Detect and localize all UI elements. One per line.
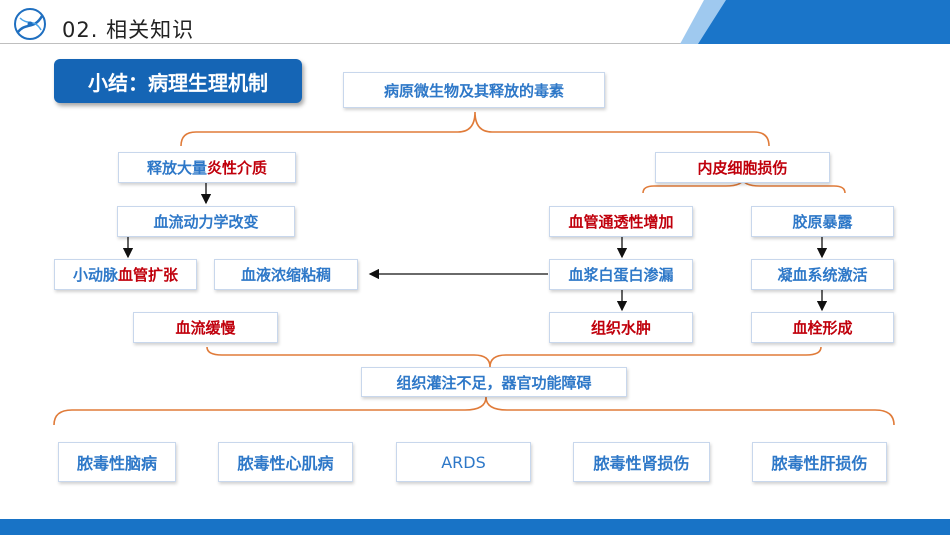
outcome-encephalopathy: 脓毒性脑病 <box>58 442 176 482</box>
node-inflammatory-release: 释放大量炎性介质 <box>118 152 296 183</box>
outcome-kidney-injury: 脓毒性肾损伤 <box>573 442 710 482</box>
node-slow-flow: 血流缓慢 <box>133 312 278 343</box>
node-thrombus: 血栓形成 <box>751 312 894 343</box>
node-hypoperfusion: 组织灌注不足，器官功能障碍 <box>361 367 627 397</box>
node-collagen-exposure: 胶原暴露 <box>751 206 894 237</box>
logo-icon <box>14 8 46 40</box>
node-inflammatory-release-prefix: 释放大量 <box>146 159 207 177</box>
node-arteriole-dilation: 小动脉血管扩张 <box>54 259 197 290</box>
node-pathogen: 病原微生物及其释放的毒素 <box>343 72 605 108</box>
node-coagulation-activation: 凝血系统激活 <box>751 259 894 290</box>
page-title: 02. 相关知识 <box>62 18 195 42</box>
node-vascular-permeability: 血管通透性增加 <box>549 206 693 237</box>
node-blood-viscosity: 血液浓缩粘稠 <box>214 259 358 290</box>
outcome-ards: ARDS <box>396 442 531 482</box>
node-arteriole-dilation-prefix: 小动脉 <box>72 266 118 284</box>
node-tissue-edema: 组织水肿 <box>549 312 693 343</box>
outcome-liver-injury: 脓毒性肝损伤 <box>752 442 887 482</box>
flow-arrows <box>122 183 828 312</box>
node-endothelial-injury: 内皮细胞损伤 <box>655 152 830 183</box>
node-inflammatory-release-highlight: 炎性介质 <box>207 159 268 177</box>
outcome-cardiomyopathy: 脓毒性心肌病 <box>218 442 353 482</box>
footer-bar <box>0 519 950 535</box>
header-divider <box>0 43 950 44</box>
node-plasma-leak: 血浆白蛋白渗漏 <box>549 259 693 290</box>
node-hemodynamic-change: 血流动力学改变 <box>117 206 295 237</box>
header-decoration <box>680 0 950 44</box>
node-arteriole-dilation-highlight: 血管扩张 <box>118 266 179 284</box>
summary-badge: 小结：病理生理机制 <box>54 59 302 103</box>
